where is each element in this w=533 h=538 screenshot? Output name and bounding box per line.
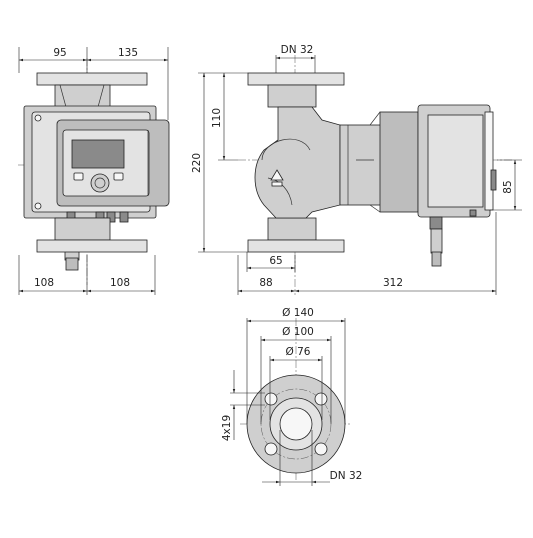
bolt-hole <box>264 392 278 406</box>
display-screen <box>71 139 125 169</box>
front-bottom-flange <box>36 217 148 253</box>
side-flange-offset-dimension: 65 <box>246 252 296 272</box>
front-bottom-dimension: 108 108 <box>18 255 156 295</box>
flange-dn-label: DN 32 <box>330 470 363 482</box>
flange-diameter-dimensions: Ø 140 Ø 100 Ø 76 <box>246 307 346 424</box>
control-knob <box>90 173 110 193</box>
side-top-flange <box>247 72 345 108</box>
side-dim-bottom-left: 88 <box>259 277 272 289</box>
flow-arrow-icon <box>270 169 284 181</box>
front-top-flange <box>36 72 148 108</box>
bolt-hole <box>264 442 278 456</box>
front-top-dimension: 95 135 <box>18 47 169 120</box>
side-dim-height-upper: 110 <box>211 108 223 128</box>
side-bottom-flange <box>247 217 345 253</box>
side-flange-dimension: DN 32 <box>275 44 316 73</box>
side-connector <box>429 209 477 267</box>
side-dim-bottom-right: 312 <box>383 277 403 289</box>
side-view: DN 32 220 110 85 65 <box>191 44 522 295</box>
side-bottom-dimension: 88 312 <box>237 212 497 295</box>
front-control-module <box>56 119 170 207</box>
side-dim-motor-offset: 85 <box>502 180 514 193</box>
flange-holes-label: 4x19 <box>221 415 233 441</box>
side-height-dimensions: 220 110 <box>191 72 248 253</box>
bolt-hole <box>314 392 328 406</box>
side-motor <box>339 104 497 218</box>
flange-dia-bolt-circle: Ø 100 <box>282 326 314 338</box>
side-volute <box>254 106 341 219</box>
side-dim-height-total: 220 <box>191 153 203 173</box>
flange-holes-dimension: 4x19 <box>221 370 265 441</box>
flange-dia-inner: Ø 76 <box>286 346 311 358</box>
side-dim-flange-offset: 65 <box>269 255 282 267</box>
flange-dia-outer: Ø 140 <box>282 307 314 319</box>
front-dim-bottom-right: 108 <box>110 277 130 289</box>
bolt-hole <box>314 442 328 456</box>
front-dim-bottom-left: 108 <box>34 277 54 289</box>
front-view: 95 135 108 108 <box>18 47 170 295</box>
side-motor-dimension: 85 <box>490 159 522 211</box>
side-flange-label: DN 32 <box>281 44 314 56</box>
front-dim-top-left: 95 <box>53 47 66 59</box>
front-dim-top-right: 135 <box>118 47 138 59</box>
flange-view: Ø 140 Ø 100 Ø 76 4x19 DN 32 <box>221 307 362 486</box>
flange-dn-dimension: DN 32 <box>262 430 362 486</box>
